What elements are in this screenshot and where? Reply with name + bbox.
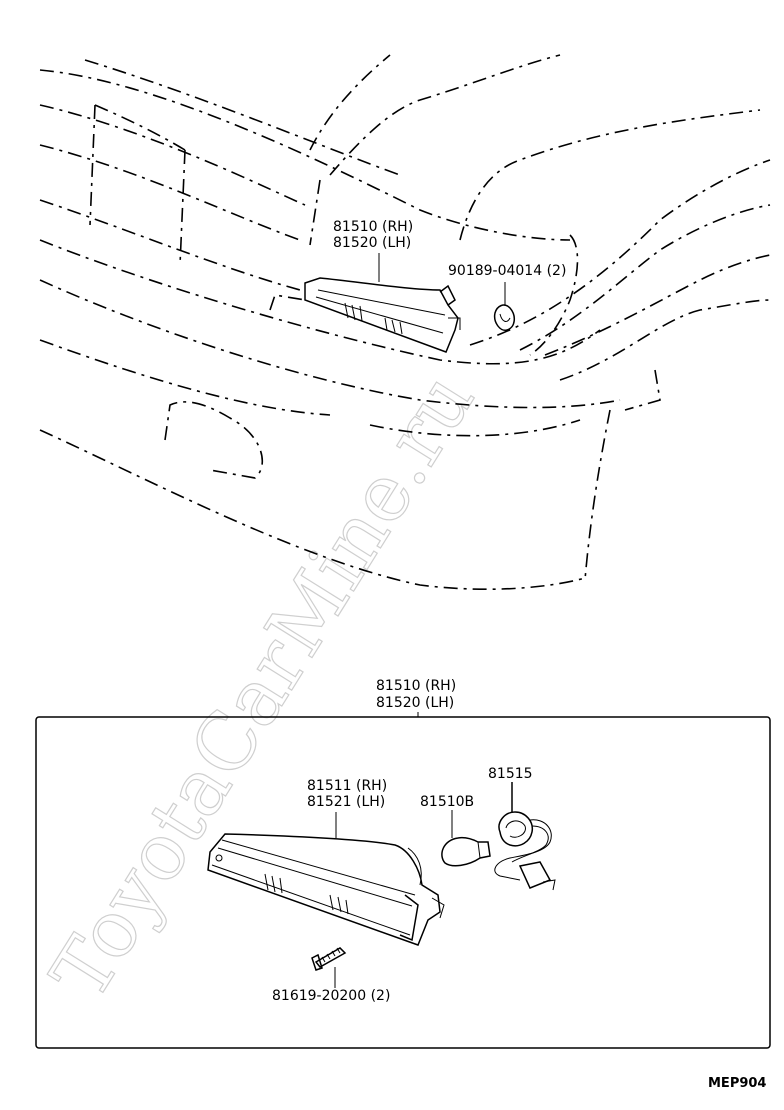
label-bulb: 81510B: [420, 794, 474, 810]
label-lens-rh: 81511 (RH): [307, 778, 387, 794]
bulb: [441, 810, 491, 867]
lamp-lens-assembly: [207, 833, 445, 946]
label-socket: 81515: [488, 766, 533, 782]
socket: [494, 782, 556, 891]
installed-turn-signal-lamp: [304, 277, 461, 353]
label-clip: 90189-04014 (2): [448, 263, 566, 279]
car-body-outline: [39, 54, 771, 591]
screw: [311, 947, 347, 988]
label-top-lamp-rh: 81510 (RH): [333, 219, 413, 235]
label-lens-lh: 81521 (LH): [307, 794, 385, 810]
label-box-lamp-lh: 81520 (LH): [376, 695, 454, 711]
exploded-view-box: [35, 716, 771, 1049]
label-top-lamp-lh: 81520 (LH): [333, 235, 411, 251]
label-screw: 81619-20200 (2): [272, 988, 390, 1004]
clip-fastener: [493, 282, 515, 331]
label-box-lamp-rh: 81510 (RH): [376, 678, 456, 694]
figure-code: MEP904: [708, 1076, 766, 1091]
